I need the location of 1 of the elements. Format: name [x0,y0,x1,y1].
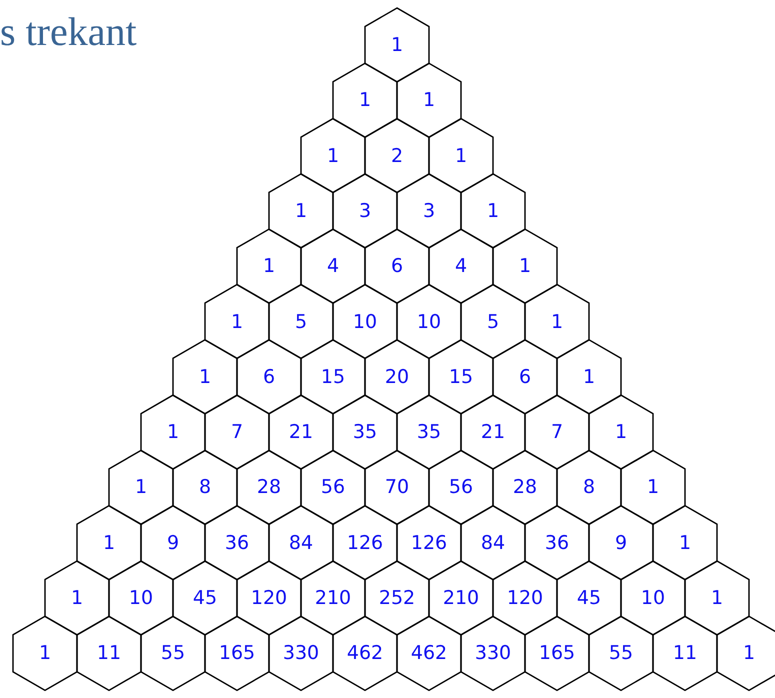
title: s trekant [0,8,137,55]
